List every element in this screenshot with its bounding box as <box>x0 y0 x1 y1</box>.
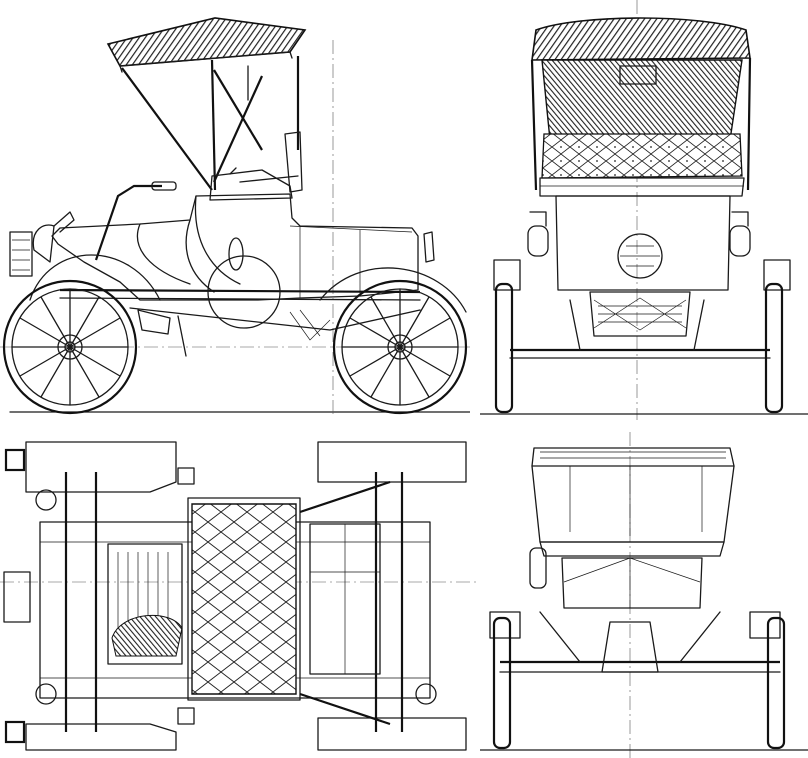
plan-view-svg <box>0 441 476 751</box>
rear-elevation-view <box>480 432 808 758</box>
plan-hubs <box>35 467 437 725</box>
rear-elevation-svg <box>480 432 808 758</box>
car-body <box>51 193 419 301</box>
rear-body <box>529 541 725 609</box>
headlamp-center <box>617 233 663 279</box>
front-canopy <box>530 17 752 191</box>
rear-wheels <box>492 616 786 750</box>
rear-side-lamp <box>529 547 547 589</box>
rear-axle <box>489 611 781 673</box>
front-wheel <box>2 254 161 415</box>
front-wheels <box>494 282 784 414</box>
side-elevation-svg <box>0 17 470 415</box>
rear-window <box>619 65 657 85</box>
engine-housing <box>207 255 281 329</box>
side-lamp <box>9 211 75 277</box>
canopy-roof <box>106 17 307 73</box>
steering-tiller <box>94 181 177 261</box>
canopy-bows <box>121 56 300 191</box>
rear-seat-back <box>531 447 735 543</box>
front-axle <box>493 259 791 359</box>
front-side-lamps <box>527 211 751 257</box>
front-fender <box>29 254 161 301</box>
chassis-frame <box>59 288 421 357</box>
radiator-grille <box>589 291 691 337</box>
plan-engine <box>107 543 183 665</box>
seat-back <box>284 131 303 193</box>
differential-housing <box>601 621 659 673</box>
plan-front-lamp <box>3 571 31 623</box>
front-elevation-svg <box>480 0 808 420</box>
plan-braces <box>299 480 391 726</box>
plan-tyres <box>4 448 26 744</box>
front-elevation-view <box>480 0 808 420</box>
tail-lamp <box>423 231 435 263</box>
side-elevation-view <box>0 0 470 420</box>
plan-seat-cushion <box>191 503 297 695</box>
front-seat-cushion <box>541 133 743 179</box>
plan-view <box>0 432 476 758</box>
rear-fender <box>319 267 467 313</box>
rear-wheel <box>319 267 468 415</box>
body-door-handle <box>228 237 244 271</box>
front-body <box>539 177 745 291</box>
plan-fenders <box>25 441 467 751</box>
